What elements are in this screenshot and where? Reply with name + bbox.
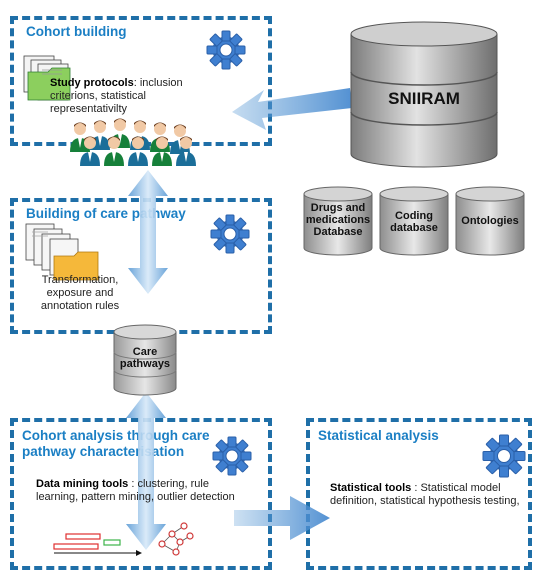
coding-db-label: Coding database — [390, 210, 438, 234]
database-cylinder-icon — [350, 21, 498, 168]
gear-icon — [482, 434, 526, 478]
statistical-analysis-box — [306, 418, 532, 570]
statistical-tools-detail: : Statistical model definition, statisti… — [330, 482, 520, 507]
care-pathway-title: Building of care pathway — [26, 206, 186, 221]
graph-network-icon — [158, 522, 194, 556]
statistical-tools-text: Statistical tools : Statistical model de… — [330, 482, 526, 508]
bar-timeline-icon — [53, 533, 142, 556]
database-cylinder-icon — [113, 324, 177, 396]
data-mining-tools-text: Data mining tools : clustering, rule lea… — [36, 478, 236, 504]
drugs-db-label: Drugs and medications Database — [305, 202, 371, 238]
study-protocols-text: Study protocols: inclusion criterions, s… — [50, 77, 210, 116]
document-stack-icon — [23, 55, 71, 101]
gear-icon — [210, 214, 250, 254]
care-pathways-db-label: Care pathways — [119, 346, 171, 370]
data-mining-tools-label: Data mining tools — [36, 478, 129, 490]
gear-icon — [212, 436, 252, 476]
transformation-rules-text: Transformation, exposure and annotation … — [40, 274, 120, 312]
data-mining-tools-detail: : clustering, rule learning, pattern min… — [36, 478, 235, 503]
document-stack-icon — [25, 223, 99, 281]
people-group-icon — [70, 118, 196, 166]
study-protocols-label: Study protocols — [50, 77, 134, 89]
ontologies-db-label: Ontologies — [461, 215, 519, 227]
database-cylinder-icon — [379, 186, 449, 256]
gear-icon — [206, 30, 246, 70]
sniiram-label: SNIIRAM — [388, 89, 460, 108]
cohort-building-title: Cohort building — [26, 24, 127, 39]
statistical-analysis-title: Statistical analysis — [318, 428, 439, 443]
statistical-tools-label: Statistical tools — [330, 482, 412, 494]
database-cylinder-icon — [455, 186, 525, 256]
database-cylinder-icon — [303, 186, 373, 256]
study-protocols-detail: : inclusion criterions, statistical repr… — [50, 77, 183, 115]
